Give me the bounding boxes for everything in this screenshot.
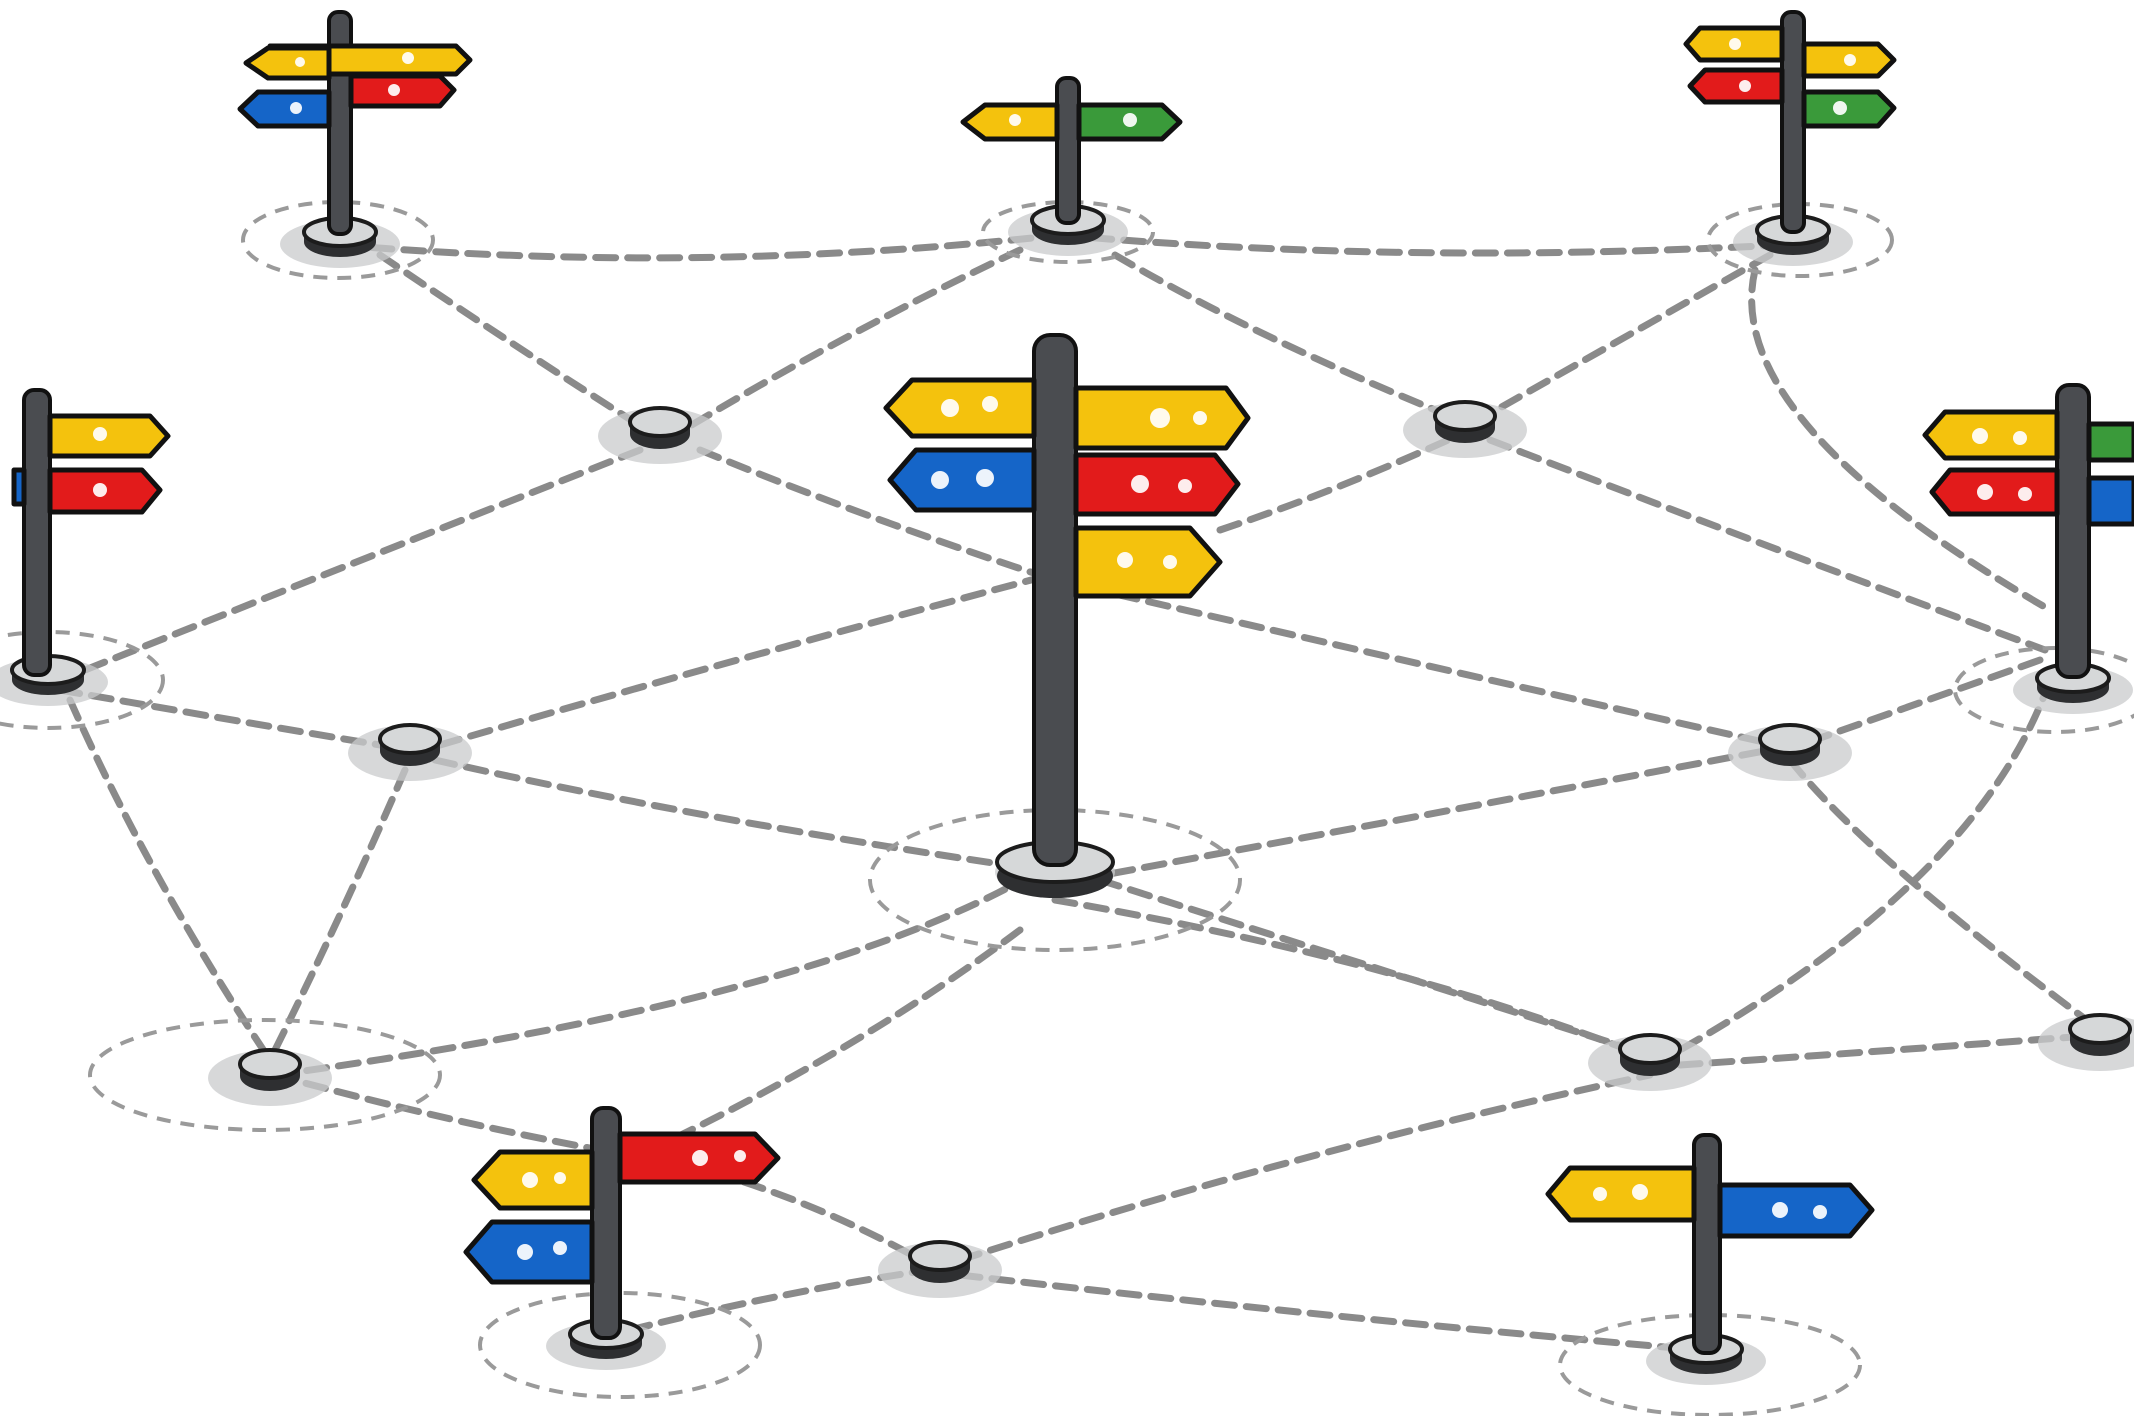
signpost-left: [0, 388, 171, 708]
signpost-top-center: [960, 76, 1183, 258]
waypoint-5: [206, 1048, 334, 1108]
waypoint-3: [346, 723, 474, 783]
waypoint-6: [1586, 1033, 1714, 1093]
waypoint-2: [1401, 400, 1529, 460]
signpost-center: [883, 333, 1251, 898]
signpost-top-right: [1683, 10, 1897, 268]
signpost-top-left: [237, 10, 473, 270]
waypoint-7: [2036, 1013, 2134, 1073]
waypoint-1: [596, 406, 724, 466]
signpost-bottom-right: [1545, 1133, 1875, 1387]
signpost-right: [1922, 383, 2134, 716]
signpost-bottom-left: [463, 1106, 781, 1372]
waypoint-8: [876, 1240, 1004, 1300]
waypoint-4: [1726, 723, 1854, 783]
